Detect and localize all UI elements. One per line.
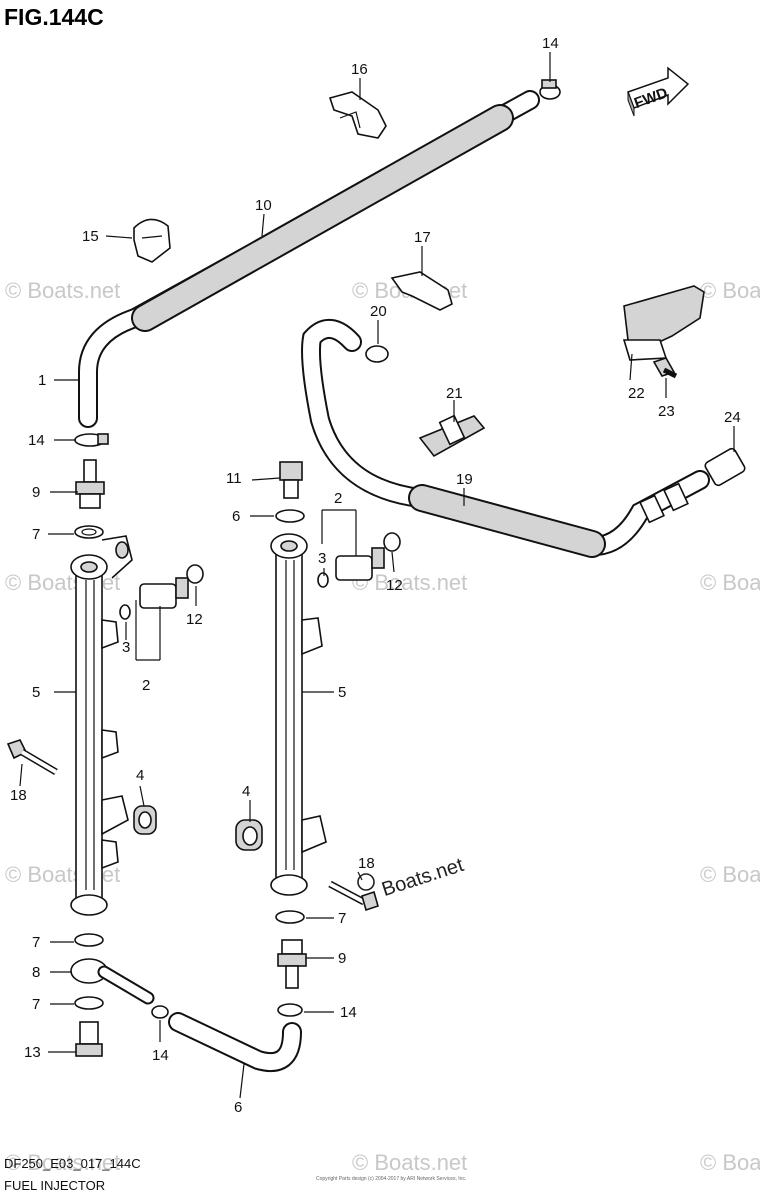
copyright-text: Copyright Parts design (c) 2004-2017 by … (316, 1176, 466, 1182)
bolt-13 (75, 1021, 103, 1057)
callout-label: 15 (82, 228, 99, 245)
clip-14-left (74, 433, 109, 447)
washer-7 (74, 933, 104, 947)
grommet-4-left (133, 805, 157, 835)
boats-logo-text: Boats.net (379, 854, 467, 901)
callout-label: 2 (334, 490, 342, 507)
callout-label: 17 (414, 229, 431, 246)
clip-14-top (539, 79, 561, 100)
watermark-text: © Boats.net (352, 1150, 467, 1175)
delivery-pipe-5-left (70, 535, 133, 916)
callout-label: 6 (234, 1099, 242, 1116)
plug-11 (279, 461, 303, 499)
injector-2-right (317, 532, 401, 588)
figure-code: DF250_E03_017_144C (4, 1156, 141, 1171)
callout-label: 18 (358, 855, 375, 872)
callout-label: 3 (318, 550, 326, 567)
callout-label: 13 (24, 1044, 41, 1061)
clamp-21 (418, 414, 486, 458)
callout-label: 2 (142, 677, 150, 694)
leader-lines (19, 52, 735, 1099)
callout-label: 14 (542, 35, 559, 52)
fitting-9-left (75, 459, 105, 509)
clip-20 (365, 345, 389, 363)
callout-labels: 14 16 10 15 17 20 22 23 24 21 19 1 14 9 … (10, 35, 741, 1116)
watermark-text: © Boats.net (700, 862, 760, 887)
figure-title: FIG.144C (4, 4, 104, 30)
callout-label: 16 (351, 61, 368, 78)
callout-label: 11 (226, 470, 242, 487)
callout-label: 7 (32, 996, 40, 1013)
watermark-layer: © Boats.net © Boats.net © Boats.net © Bo… (5, 278, 760, 1175)
callout-label: 22 (628, 385, 645, 402)
callout-label: 7 (338, 910, 346, 927)
callout-label: 12 (186, 611, 203, 628)
clamp-17 (390, 271, 453, 311)
bolt-18-left (6, 739, 58, 776)
callout-label: 6 (232, 508, 240, 525)
watermark-text: © Boats.net (700, 570, 760, 595)
bolt-18-right (328, 880, 379, 912)
washer-7-hole (81, 528, 97, 536)
callout-label: 21 (446, 385, 463, 402)
figure-name: FUEL INJECTOR (4, 1178, 105, 1193)
callout-label: 18 (10, 787, 27, 804)
clamp-15 (133, 218, 171, 263)
washer-7 (275, 910, 305, 924)
watermark-text: © Boats.net (5, 278, 120, 303)
callout-label: 20 (370, 303, 387, 320)
grommet-4-right (235, 819, 263, 851)
delivery-pipe-5-right (270, 533, 327, 896)
clamp-16 (328, 91, 387, 139)
washer-7 (74, 996, 104, 1010)
watermark-text: © Boats.net (5, 1150, 120, 1175)
callout-label: 7 (32, 934, 40, 951)
joint-24 (704, 447, 746, 487)
washer-7 (74, 525, 104, 539)
callout-label: 9 (338, 950, 346, 967)
washer-7 (275, 509, 305, 523)
hose-6 (168, 1012, 302, 1072)
fwd-arrow-icon: FWD (627, 66, 690, 117)
callout-label: 10 (255, 197, 272, 214)
injector-2-left (119, 564, 204, 620)
callout-label: 19 (456, 471, 473, 488)
callout-label: 4 (242, 783, 250, 800)
callout-label: 14 (28, 432, 45, 449)
fitting-9-right (277, 939, 307, 989)
callout-label: 14 (340, 1004, 357, 1021)
callout-label: 14 (152, 1047, 169, 1064)
callout-label: 7 (32, 526, 40, 543)
clip-14-lower-left (151, 1005, 169, 1019)
callout-label: 23 (658, 403, 675, 420)
callout-label: 3 (122, 639, 130, 656)
callout-label: 9 (32, 484, 40, 501)
clip-14-lower-right (277, 1003, 303, 1017)
callout-label: 8 (32, 964, 40, 981)
hose-1-assembly (78, 90, 540, 428)
hose-19 (301, 319, 710, 558)
bracket-22 (622, 285, 705, 361)
callout-label: 5 (338, 684, 346, 701)
callout-label: 1 (38, 372, 46, 389)
watermark-text: © Boats.net (700, 1150, 760, 1175)
bolt-23 (652, 357, 678, 379)
watermark-text: © Boats.net (700, 278, 760, 303)
union-8 (70, 958, 155, 1005)
callout-label: 4 (136, 767, 144, 784)
callout-label: 24 (724, 409, 741, 426)
callout-label: 12 (386, 577, 403, 594)
callout-label: 5 (32, 684, 40, 701)
